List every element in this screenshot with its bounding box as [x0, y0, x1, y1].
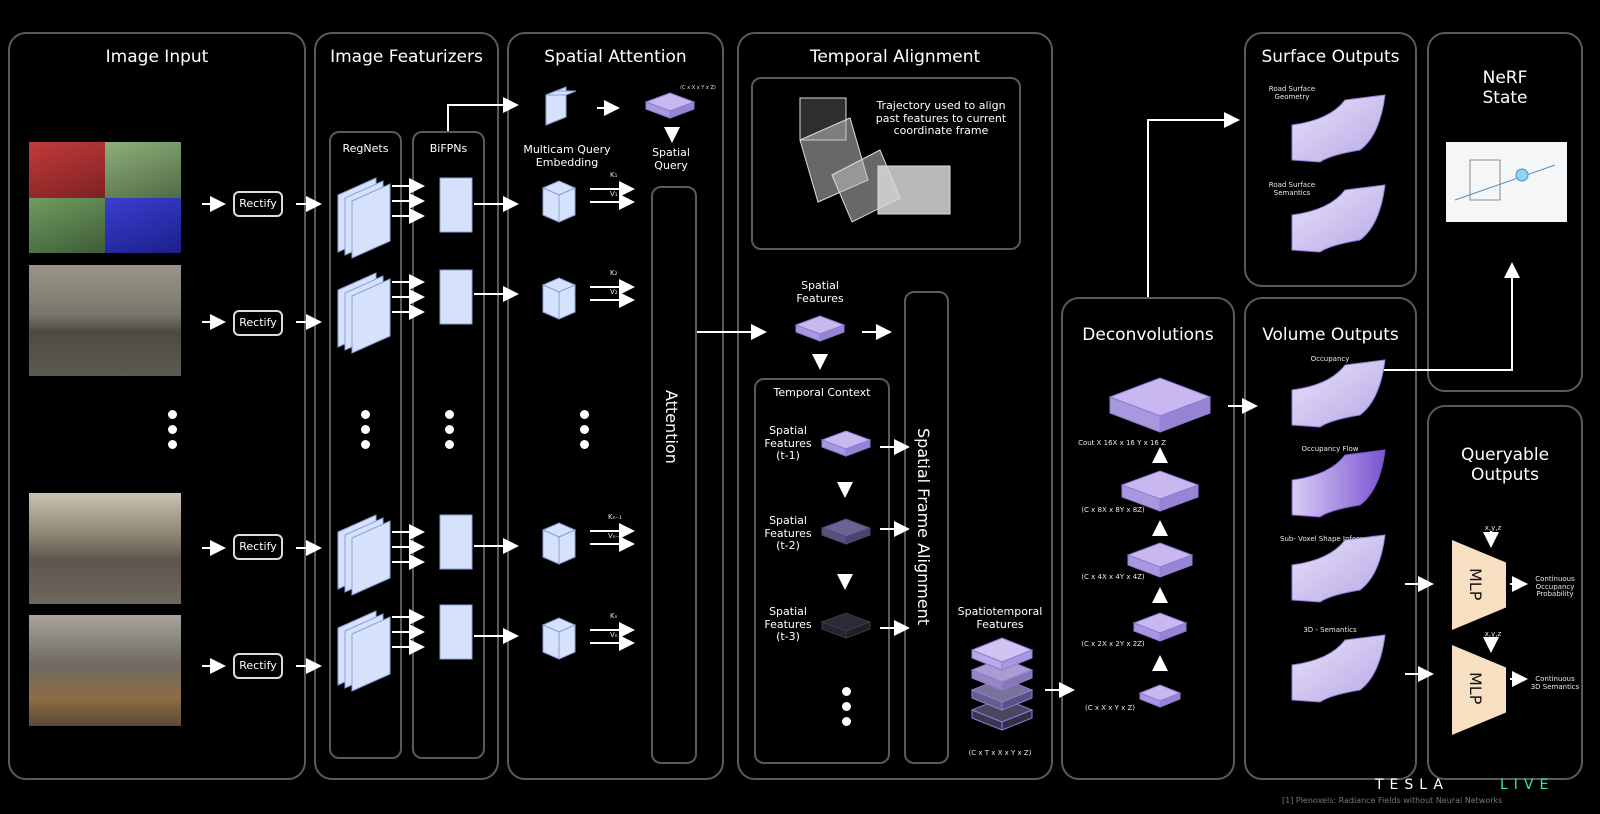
spatial-frame-alignment-label: Spatial Frame Alignment: [914, 428, 933, 626]
continuous-semantics-label: Continuous 3D Semantics: [1530, 675, 1580, 691]
camera-image-tinted: [29, 142, 181, 253]
title-deconvolutions: Deconvolutions: [1082, 325, 1214, 345]
ellipsis-dot: [361, 440, 370, 449]
vn-label: Vₙ: [610, 631, 618, 639]
rectify-button-4: Rectify: [233, 653, 283, 679]
ellipsis-dot: [168, 440, 177, 449]
occupancy-flow-label: Occupancy Flow: [1301, 445, 1359, 453]
rectify-button-1: Rectify: [233, 191, 283, 217]
camera-image-street-smoke: [29, 265, 181, 376]
ellipsis-dot: [361, 425, 370, 434]
trajectory-label: Trajectory used to align past features t…: [875, 99, 1007, 138]
title-nerf-state: NeRF State: [1482, 68, 1528, 109]
occupancy-label: Occupancy: [1310, 355, 1350, 363]
panel-queryable-outputs: [1427, 405, 1583, 780]
camera-image-street-buildings: [29, 493, 181, 604]
camera-image-scaffolding: [29, 615, 181, 726]
rectify-button-3: Rectify: [233, 534, 283, 560]
rectify-button-2: Rectify: [233, 310, 283, 336]
attention-box: [651, 186, 697, 764]
temporal-context-label: Temporal Context: [773, 386, 871, 399]
panel-surface-outputs: [1244, 32, 1417, 287]
panel-volume-outputs: [1244, 297, 1417, 780]
temporal-context-box: [754, 378, 890, 764]
query-dims-label: (C x X x Y x Z): [680, 85, 716, 91]
panel-nerf-state: [1427, 32, 1583, 392]
ellipsis-dot: [445, 410, 454, 419]
title-image-featurizers: Image Featurizers: [330, 47, 483, 67]
live-logo: LIVE: [1500, 777, 1554, 793]
ellipsis-dot: [445, 425, 454, 434]
v1-label: V₁: [610, 190, 618, 198]
road-surface-geometry-label: Road Surface Geometry: [1268, 85, 1316, 101]
trajectory-box: [751, 77, 1021, 250]
bifpns-box: [412, 131, 485, 759]
title-queryable-outputs: Queryable Outputs: [1460, 445, 1550, 486]
tesla-logo: TESLA: [1374, 777, 1449, 793]
panel-deconvolutions: [1061, 297, 1235, 780]
xyz-label-1: x,y,z: [1484, 524, 1502, 532]
mlp-label-1: MLP: [1466, 568, 1485, 601]
ellipsis-dot: [580, 440, 589, 449]
panel-image-input: [8, 32, 306, 780]
title-image-input: Image Input: [105, 47, 209, 67]
ellipsis-dot: [580, 425, 589, 434]
kn-label: Kₙ: [610, 612, 618, 620]
xyz-label-2: x,y,z: [1484, 630, 1502, 638]
ellipsis-dot: [580, 410, 589, 419]
semantics-3d-label: 3D - Semantics: [1303, 626, 1357, 634]
ellipsis-dot: [361, 410, 370, 419]
spatial-features-label: Spatial Features: [796, 279, 844, 305]
deconv-dim-3: (C x 4X x 4Y x 4Z): [1081, 573, 1145, 581]
panel-spatial-attention: [507, 32, 724, 780]
subvoxel-label: Sub- Voxel Shape Information: [1280, 535, 1384, 543]
vn1-label: Vₙ₋₁: [608, 532, 623, 540]
deconv-dim-2: (C x 8X x 8Y x 8Z): [1081, 506, 1145, 514]
title-surface-outputs: Surface Outputs: [1261, 47, 1400, 67]
spatial-query-label: Spatial Query: [652, 146, 690, 172]
deconv-dim-5: (C x X x Y x Z): [1085, 704, 1135, 712]
panel-temporal-alignment: [737, 32, 1053, 780]
v2-label: V₂: [610, 288, 618, 296]
bifpns-label: BiFPNs: [429, 142, 468, 155]
spatiotemporal-dims: (C x T x X x Y x Z): [968, 749, 1032, 757]
title-spatial-attention: Spatial Attention: [544, 47, 687, 67]
title-volume-outputs: Volume Outputs: [1262, 325, 1399, 345]
road-surface-semantics-label: Road Surface Semantics: [1268, 181, 1316, 197]
multicam-query-label: Multicam Query Embedding: [523, 143, 611, 169]
occupancy-flow-surface: [1291, 449, 1386, 518]
deconv-dim-4: (C x 2X x 2Y x 2Z): [1081, 640, 1145, 648]
ellipsis-dot: [842, 687, 851, 696]
attention-label: Attention: [662, 390, 681, 464]
k2-label: K₂: [610, 269, 618, 277]
deconv-dim-1: Cout X 16X x 16 Y x 16 Z: [1078, 439, 1166, 447]
ellipsis-dot: [842, 702, 851, 711]
title-temporal-alignment: Temporal Alignment: [809, 47, 981, 67]
regnets-box: [329, 131, 402, 759]
t1-label: Spatial Features (t-1): [764, 424, 812, 463]
ellipsis-dot: [168, 410, 177, 419]
footnote: [1] Plenoxels: Radiance Fields without N…: [1282, 796, 1503, 805]
ellipsis-dot: [842, 717, 851, 726]
k1-label: K₁: [610, 171, 618, 179]
panel-image-featurizers: [314, 32, 499, 780]
ellipsis-dot: [445, 440, 454, 449]
ellipsis-dot: [168, 425, 177, 434]
mlp-label-2: MLP: [1466, 672, 1485, 705]
t2-label: Spatial Features (t-2): [764, 514, 812, 553]
regnets-label: RegNets: [342, 142, 389, 155]
continuous-occupancy-label: Continuous Occupancy Probability: [1535, 575, 1575, 599]
t3-label: Spatial Features (t-3): [764, 605, 812, 644]
kn1-label: Kₙ₋₁: [608, 513, 622, 521]
spatiotemporal-label: Spatiotemporal Features: [957, 605, 1043, 631]
